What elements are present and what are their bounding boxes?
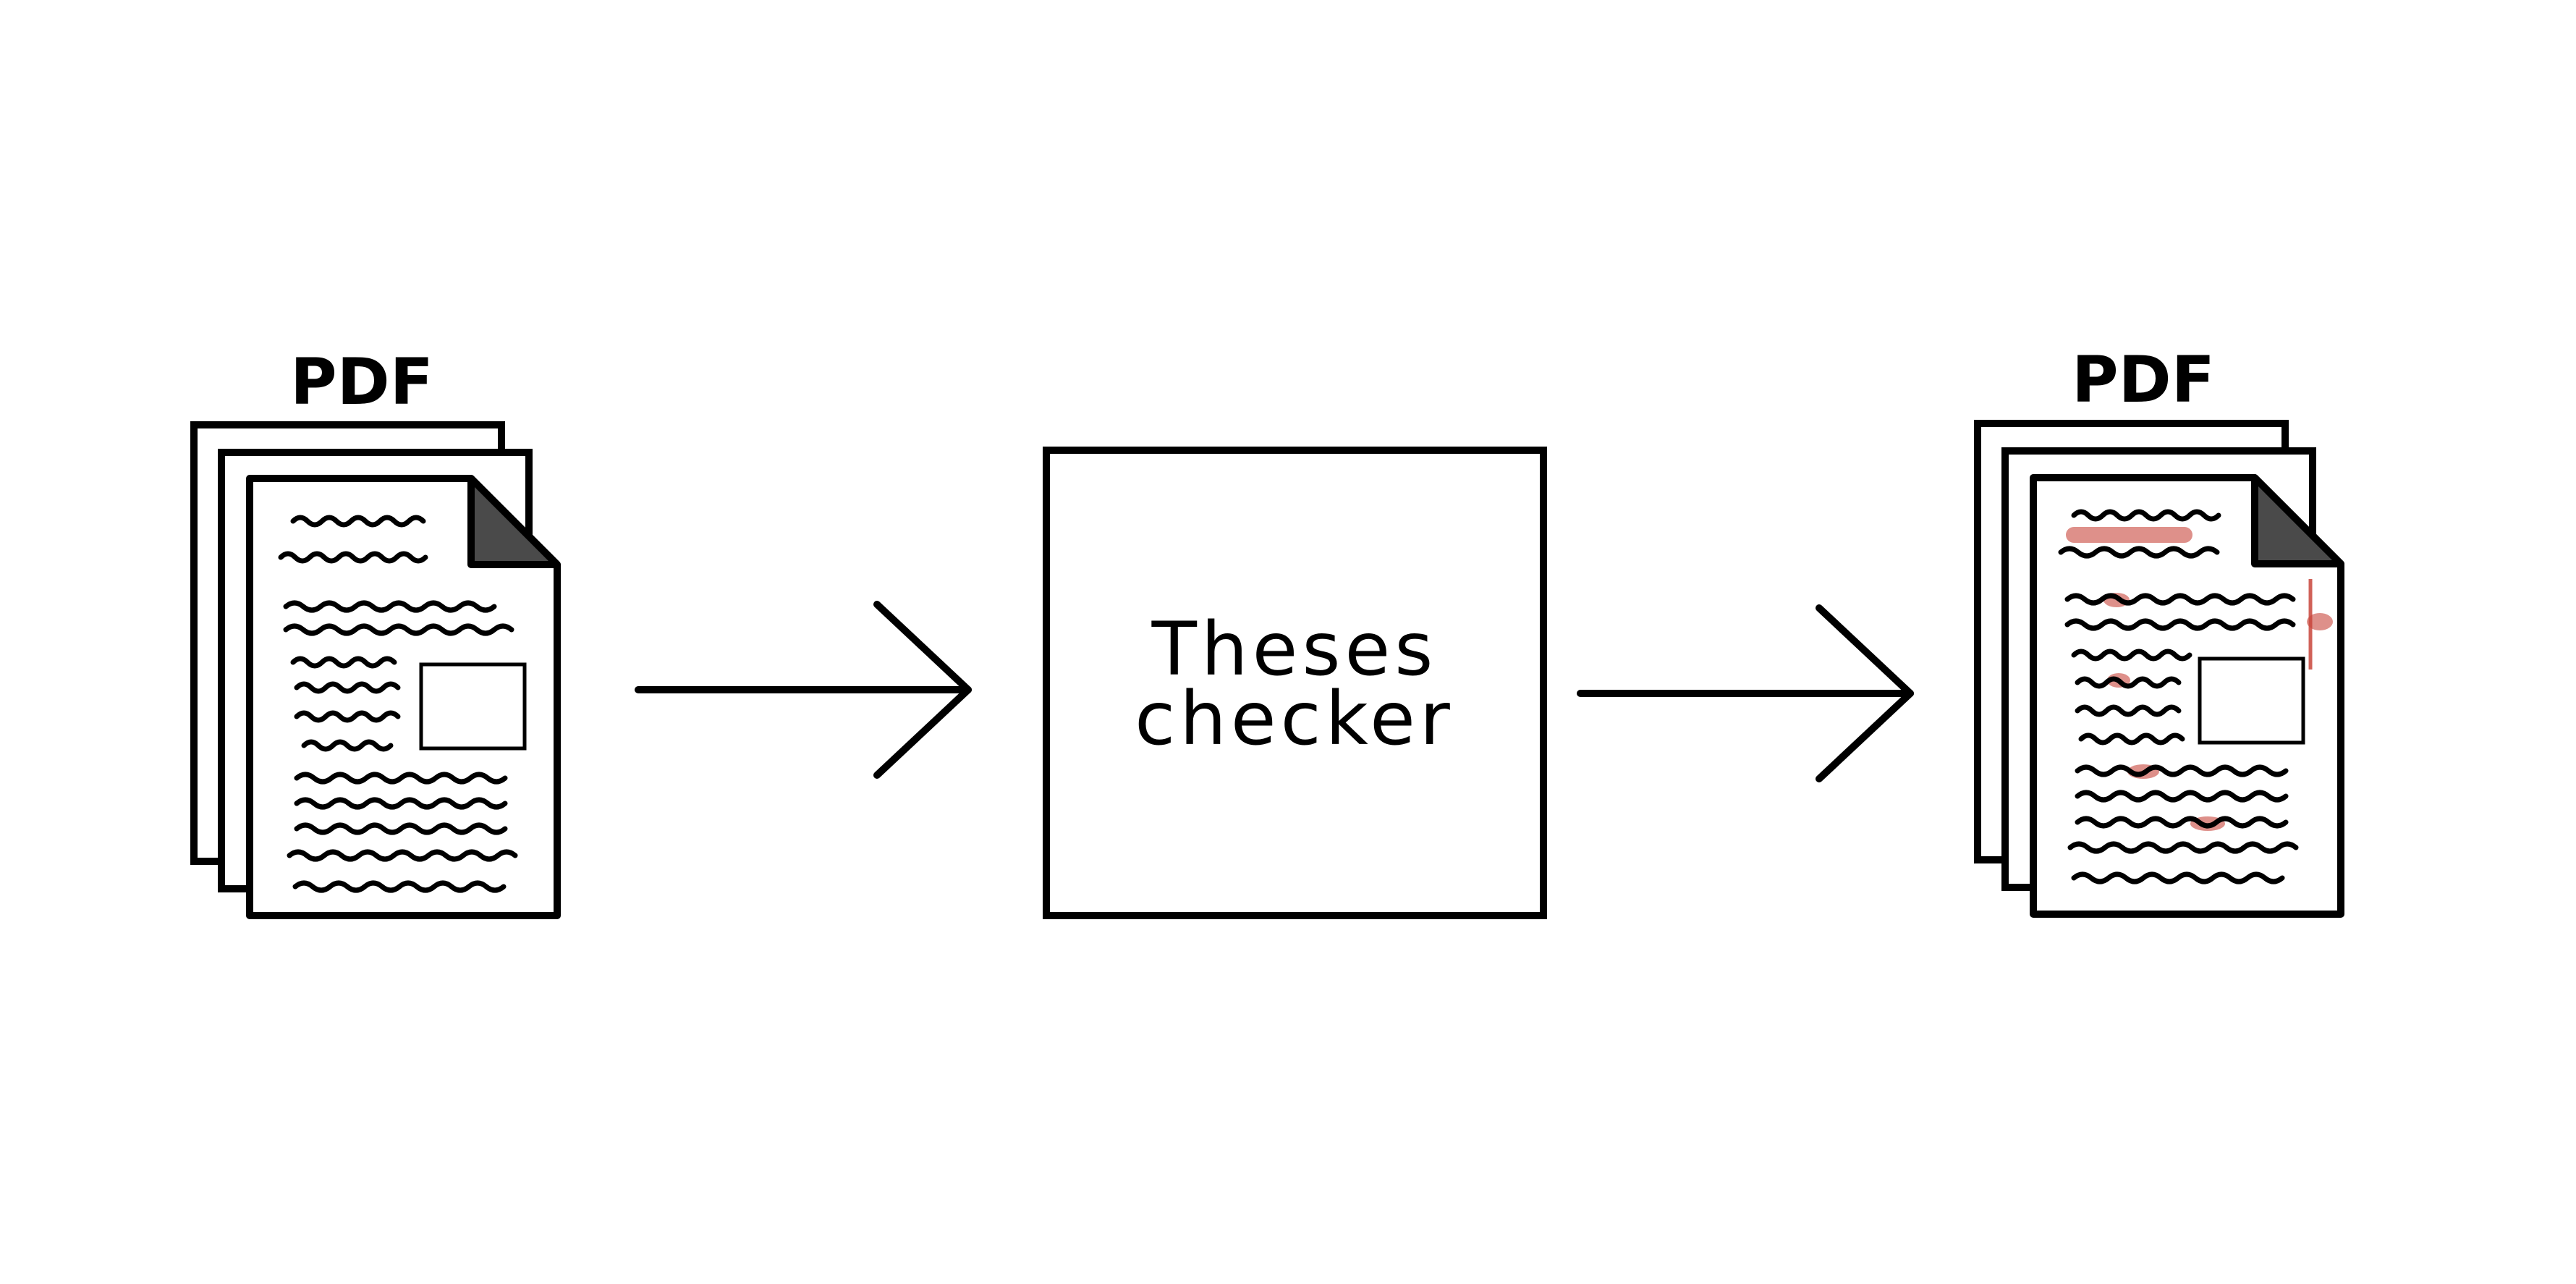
theses-checker-box: Theses checker — [1043, 447, 1547, 919]
arrow-checker-to-output — [1577, 604, 1914, 782]
input-page-corner-fold — [467, 475, 561, 568]
output-page-front — [2030, 474, 2344, 918]
checker-box-line2: checker — [1135, 676, 1454, 762]
input-image-placeholder — [419, 662, 527, 751]
input-pdf-stack: PDF — [190, 345, 561, 919]
output-image-placeholder — [2198, 656, 2305, 745]
output-page-corner-fold — [2251, 474, 2344, 567]
error-mark — [2307, 613, 2333, 630]
arrow-input-to-checker — [635, 601, 972, 779]
checker-box-frame — [1043, 447, 1547, 919]
input-pdf-label: PDF — [290, 345, 433, 419]
error-highlight-line — [2066, 527, 2192, 543]
output-pdf-stack: PDF — [1974, 342, 2344, 918]
output-pdf-label: PDF — [2072, 342, 2215, 417]
input-text-lines — [278, 515, 518, 893]
checker-box-line1: Theses — [1151, 607, 1438, 693]
output-text-lines — [2058, 509, 2299, 884]
